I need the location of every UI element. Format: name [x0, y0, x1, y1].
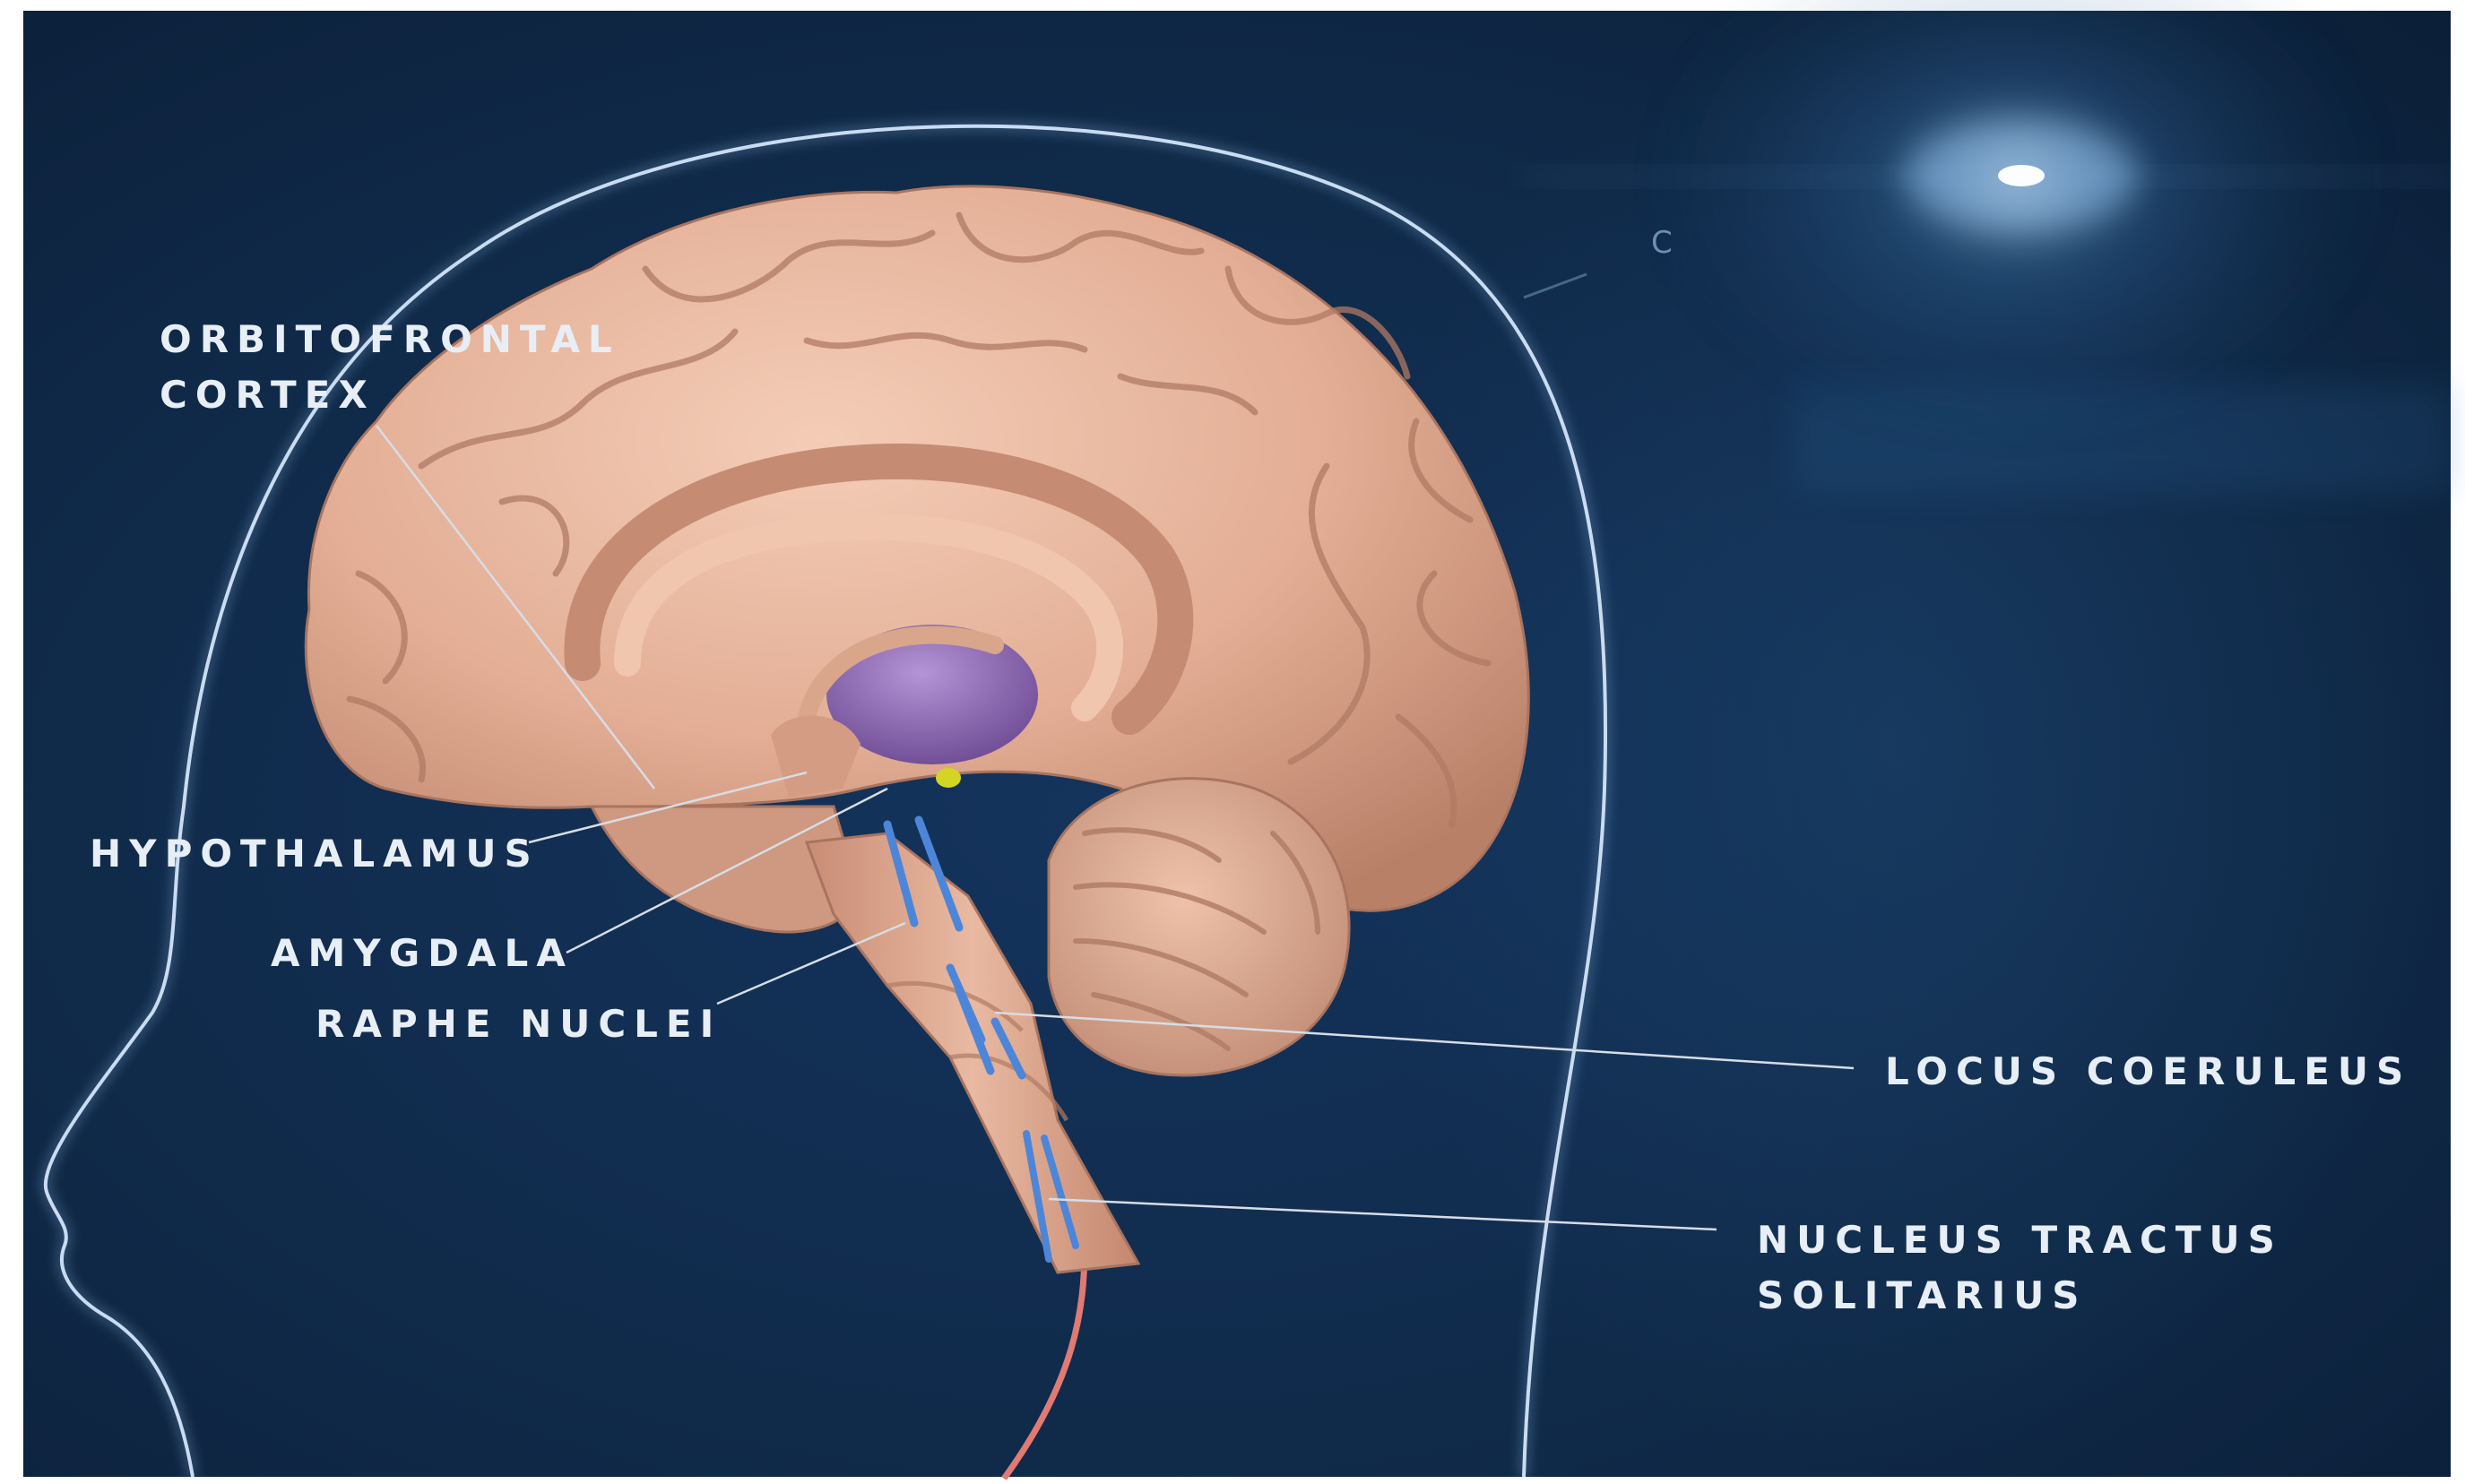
label-nts-line1: NUCLEUS TRACTUS: [1757, 1218, 2283, 1262]
label-hypothalamus: HYPOTHALAMUS: [90, 832, 540, 876]
label-orbitofrontal-line1: ORBITOFRONTAL: [160, 317, 620, 361]
label-raphe-nuclei: RAPHE NUCLEI: [316, 1002, 722, 1046]
amygdala-spot: [936, 768, 961, 788]
label-orbitofrontal-line2: CORTEX: [160, 373, 376, 417]
cerebellum: [1049, 779, 1349, 1075]
stray-mark: C: [1651, 225, 1673, 261]
label-locus-coeruleus: LOCUS COERULEUS: [1885, 1049, 2411, 1093]
label-amygdala: AMYGDALA: [271, 931, 574, 975]
label-nts-line2: SOLITARIUS: [1757, 1273, 2088, 1317]
